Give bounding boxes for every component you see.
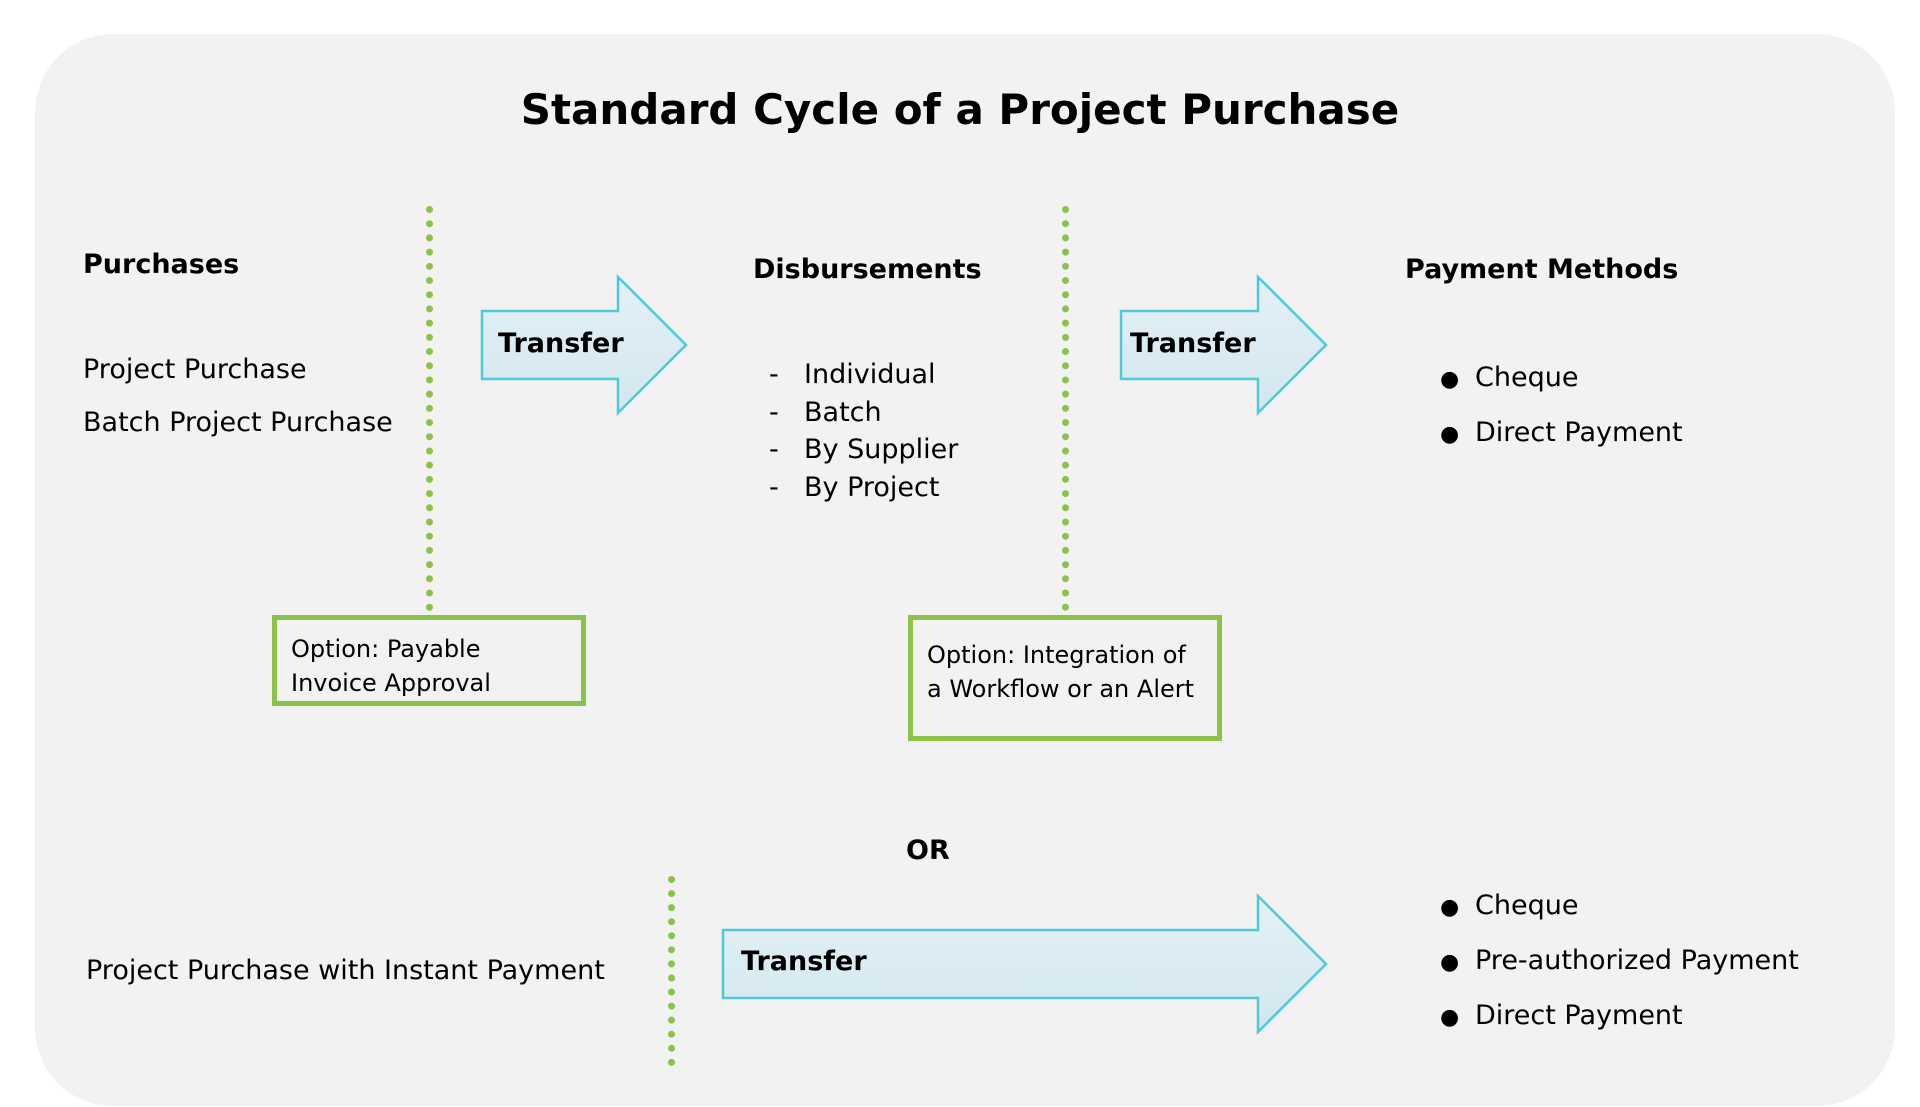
list-item: -By Project — [769, 471, 940, 503]
list-item: -Individual — [769, 359, 936, 390]
disbursements-list: -Individual -Batch -By Supplier -By Proj… — [769, 356, 958, 506]
list-item: ●Cheque — [1440, 362, 1579, 393]
list-item: -By Supplier — [769, 434, 959, 465]
dotted-divider-1 — [426, 206, 433, 611]
list-item: ●Pre-authorized Payment — [1440, 945, 1799, 976]
instant-payment-label: Project Purchase with Instant Payment — [86, 955, 605, 986]
list-item: ●Direct Payment — [1440, 417, 1683, 448]
purchase-item-project: Project Purchase — [83, 354, 307, 385]
option-box-invoice-approval: Option: Payable Invoice Approval — [272, 615, 586, 706]
or-label: OR — [906, 835, 950, 866]
option-box-workflow-alert: Option: Integration of a Workflow or an … — [908, 615, 1222, 741]
transfer-arrow-3-shape — [721, 892, 1328, 1036]
transfer-arrow-2-shape — [1119, 273, 1328, 417]
list-item: ●Direct Payment — [1440, 1000, 1683, 1031]
instant-payment-methods-list: ●Cheque ●Pre-authorized Payment ●Direct … — [1440, 878, 1799, 1043]
purchases-heading: Purchases — [83, 249, 240, 280]
dotted-divider-2 — [1062, 206, 1069, 611]
list-item: -Batch — [769, 396, 882, 428]
transfer-label-1: Transfer — [498, 328, 624, 359]
transfer-arrow-1-shape — [480, 273, 688, 417]
transfer-label-2: Transfer — [1130, 328, 1256, 359]
diagram-panel — [35, 34, 1895, 1106]
disbursements-heading: Disbursements — [753, 254, 982, 285]
page-title: Standard Cycle of a Project Purchase — [520, 85, 1400, 134]
list-item: ●Cheque — [1440, 890, 1579, 921]
payment-methods-list: ●Cheque ●Direct Payment — [1440, 350, 1683, 460]
purchase-item-batch: Batch Project Purchase — [83, 407, 393, 438]
dotted-divider-3 — [668, 876, 675, 1066]
payment-methods-heading: Payment Methods — [1405, 254, 1679, 285]
transfer-label-3: Transfer — [741, 946, 867, 977]
